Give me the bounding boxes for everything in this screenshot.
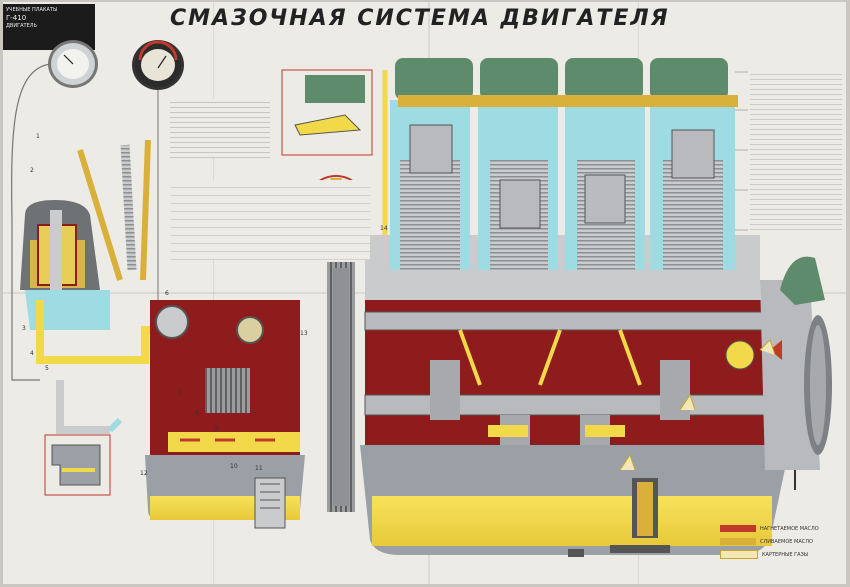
oil-pump-gear-top bbox=[205, 368, 250, 413]
oil-pickup-inner bbox=[637, 482, 653, 536]
oil-indicator-needle bbox=[157, 55, 167, 69]
camshaft bbox=[364, 311, 766, 331]
piston-3 bbox=[584, 174, 626, 224]
rocker-inset-arm bbox=[294, 114, 362, 136]
distributor-drive-seal bbox=[155, 305, 189, 339]
manometer-needle bbox=[63, 54, 74, 65]
poster-title: СМАЗОЧНАЯ СИСТЕМА ДВИГАТЕЛЯ bbox=[170, 6, 670, 31]
callout-number: 6 bbox=[165, 290, 169, 297]
oil-pressure-face bbox=[141, 49, 175, 81]
callout-number: 2 bbox=[30, 167, 34, 174]
gas-arrow-1 bbox=[619, 453, 636, 471]
gas-arrow-2 bbox=[679, 393, 696, 411]
oil-filter-rod bbox=[50, 210, 62, 290]
legend-row: СЛИВАЕМОЕ МАСЛО bbox=[720, 535, 830, 548]
strainer-mesh bbox=[260, 483, 280, 509]
legend-label: НАГНЕТАЕМОЕ МАСЛО bbox=[760, 525, 819, 532]
drain-plug-2 bbox=[610, 545, 670, 553]
valve-covers bbox=[395, 58, 738, 107]
legend-label: СЛИВАЕМОЕ МАСЛО bbox=[760, 538, 813, 545]
center-parts-list bbox=[170, 98, 270, 158]
gas-flow-arrows bbox=[619, 339, 776, 471]
right-callout-lines bbox=[735, 71, 748, 231]
callout-number: 3 bbox=[22, 325, 26, 332]
callout-number: 7 bbox=[178, 390, 182, 397]
bearing-2 bbox=[585, 425, 625, 437]
piston-1 bbox=[409, 124, 453, 174]
timing-cover bbox=[760, 280, 820, 470]
rocker-inset-cover bbox=[305, 75, 365, 103]
front-flow-arrow bbox=[770, 340, 782, 360]
oil-indicator-scale bbox=[138, 40, 178, 61]
fold-line-left bbox=[213, 2, 214, 584]
right-parts-list bbox=[750, 70, 842, 234]
callout-number: 9 bbox=[215, 425, 219, 432]
gas-arrow-3 bbox=[759, 339, 776, 356]
legend-swatch-pressure bbox=[720, 525, 756, 532]
detail-inset-part bbox=[51, 444, 101, 486]
flywheel-disc bbox=[333, 268, 349, 506]
oil-filler-tube bbox=[140, 139, 151, 281]
pump-pressure-channel bbox=[168, 432, 300, 452]
detail-inset-frame bbox=[44, 434, 111, 496]
piston-4 bbox=[671, 129, 715, 179]
valve-cover-3 bbox=[565, 58, 643, 100]
valve-cover-1 bbox=[395, 58, 473, 100]
valve-cover-2 bbox=[480, 58, 558, 100]
flow-legend: НАГНЕТАЕМОЕ МАСЛО СЛИВАЕМОЕ МАСЛО КАРТЕР… bbox=[720, 522, 830, 561]
oil-channels-block bbox=[458, 329, 642, 386]
camshaft-gear-end bbox=[236, 316, 264, 344]
callout-number: 5 bbox=[45, 365, 49, 372]
cylinder-1-liner bbox=[400, 160, 460, 270]
legend-row: КАРТЕРНЫЕ ГАЗЫ bbox=[720, 548, 830, 561]
timing-gear-oil bbox=[725, 340, 755, 370]
cylinder-bank bbox=[390, 100, 735, 270]
legend-swatch-gases bbox=[720, 550, 758, 559]
manometer-wire bbox=[11, 63, 51, 381]
oil-strainer bbox=[254, 477, 286, 529]
callout-number: 13 bbox=[300, 330, 308, 337]
piston-2 bbox=[499, 179, 541, 229]
main-bearings bbox=[488, 425, 625, 437]
crank-throw-4 bbox=[660, 360, 690, 420]
return-fitting bbox=[107, 417, 123, 433]
legend-row: НАГНЕТАЕМОЕ МАСЛО bbox=[720, 522, 830, 535]
callout-number: 14 bbox=[380, 225, 388, 232]
legend-swatch-drain bbox=[720, 538, 756, 545]
breather-hose bbox=[120, 144, 137, 271]
callout-number: 11 bbox=[255, 465, 263, 472]
callout-number: 4 bbox=[30, 350, 34, 357]
legend-label: КАРТЕРНЫЕ ГАЗЫ bbox=[762, 551, 809, 558]
return-oil-line bbox=[56, 380, 110, 434]
oil-level-main bbox=[372, 496, 772, 546]
breather-pipe bbox=[780, 256, 825, 305]
drain-plug-1 bbox=[568, 549, 584, 557]
callout-number: 10 bbox=[230, 463, 238, 470]
crank-throw-1 bbox=[430, 360, 460, 420]
callout-number: 1 bbox=[36, 133, 40, 140]
stamp-line-3: ДВИГАТЕЛЬ bbox=[6, 23, 37, 29]
callout-number: 12 bbox=[140, 470, 148, 477]
center-spec-table bbox=[170, 180, 370, 260]
rocker-inset-frame bbox=[281, 69, 373, 156]
dipstick-tube bbox=[77, 149, 123, 281]
bearing-1 bbox=[488, 425, 528, 437]
stamp-line-2: Г-410 bbox=[6, 14, 27, 22]
stamp-line-1: УЧЕБНЫЕ ПЛАКАТЫ bbox=[6, 7, 58, 13]
crankshaft bbox=[364, 394, 786, 416]
filter-base bbox=[25, 290, 110, 330]
pulley-groove bbox=[810, 325, 826, 445]
valve-cover-4 bbox=[650, 58, 728, 100]
rocker-shaft bbox=[398, 95, 738, 107]
callout-number: 8 bbox=[195, 410, 199, 417]
